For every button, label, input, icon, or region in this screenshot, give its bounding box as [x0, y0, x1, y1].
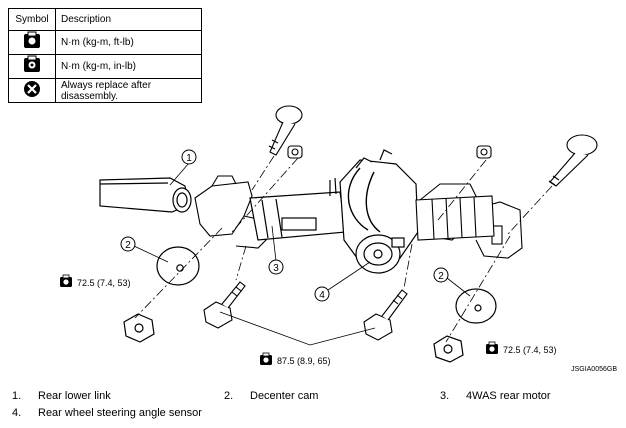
- symbol-description: Always replace after disassembly.: [55, 78, 202, 103]
- svg-text:2: 2: [125, 240, 131, 251]
- bolt-upper-right: [548, 134, 598, 187]
- svg-text:87.5 (8.9, 65): 87.5 (8.9, 65): [277, 356, 331, 366]
- torque-icon: [485, 341, 499, 355]
- symbol-table: Symbol Description N·m (kg-m, ft-lb) N·m…: [8, 8, 202, 103]
- symbol-row: Always replace after disassembly.: [8, 78, 202, 103]
- symbol-row: N·m (kg-m, ft-lb): [8, 30, 202, 55]
- callout-2-right: 2: [433, 267, 449, 283]
- wiring-harness: [347, 167, 381, 233]
- nut-lower-left: [123, 313, 155, 343]
- rear-lower-link: [99, 177, 192, 213]
- nut-lower-right: [433, 335, 464, 363]
- torque-ft-lb-icon: [24, 31, 40, 48]
- torque-icon: [259, 352, 273, 366]
- bolt-lower-left: [203, 281, 246, 329]
- callout-3: 3: [268, 259, 284, 275]
- bolt-lower-right: [363, 289, 408, 341]
- torque-spec-right: 72.5 (7.4, 53): [485, 341, 557, 355]
- torque-spec-bracket: 87.5 (8.9, 65): [259, 352, 331, 366]
- svg-text:2: 2: [438, 271, 444, 282]
- symbol-description: N·m (kg-m, ft-lb): [55, 30, 202, 55]
- torque-in-lb-icon: [24, 55, 40, 72]
- steering-angle-sensor: [355, 234, 405, 274]
- svg-text:3: 3: [273, 263, 279, 274]
- torque-icon: [59, 274, 73, 288]
- torque-spec-left: 72.5 (7.4, 53): [59, 274, 131, 288]
- decenter-cam-left: [156, 246, 200, 286]
- svg-text:4: 4: [319, 290, 325, 301]
- leader-lines: [133, 162, 471, 346]
- figure-code: JSGIA0056GB: [571, 366, 617, 373]
- alignment-lines: [134, 155, 553, 343]
- bellows-boot: [415, 195, 495, 241]
- callout-4: 4: [314, 286, 330, 302]
- svg-text:72.5 (7.4, 53): 72.5 (7.4, 53): [77, 278, 131, 288]
- svg-text:1: 1: [186, 153, 192, 164]
- bolt-upper-left: [268, 105, 303, 156]
- callout-1: 1: [181, 149, 197, 165]
- nut-upper-right: [476, 145, 492, 159]
- svg-text:72.5 (7.4, 53): 72.5 (7.4, 53): [503, 345, 557, 355]
- nut-top: [287, 145, 303, 159]
- rear-motor-actuator: [249, 177, 347, 241]
- callout-2-left: 2: [120, 236, 136, 252]
- always-replace-icon: [24, 81, 40, 97]
- decenter-cam-right: [455, 288, 497, 324]
